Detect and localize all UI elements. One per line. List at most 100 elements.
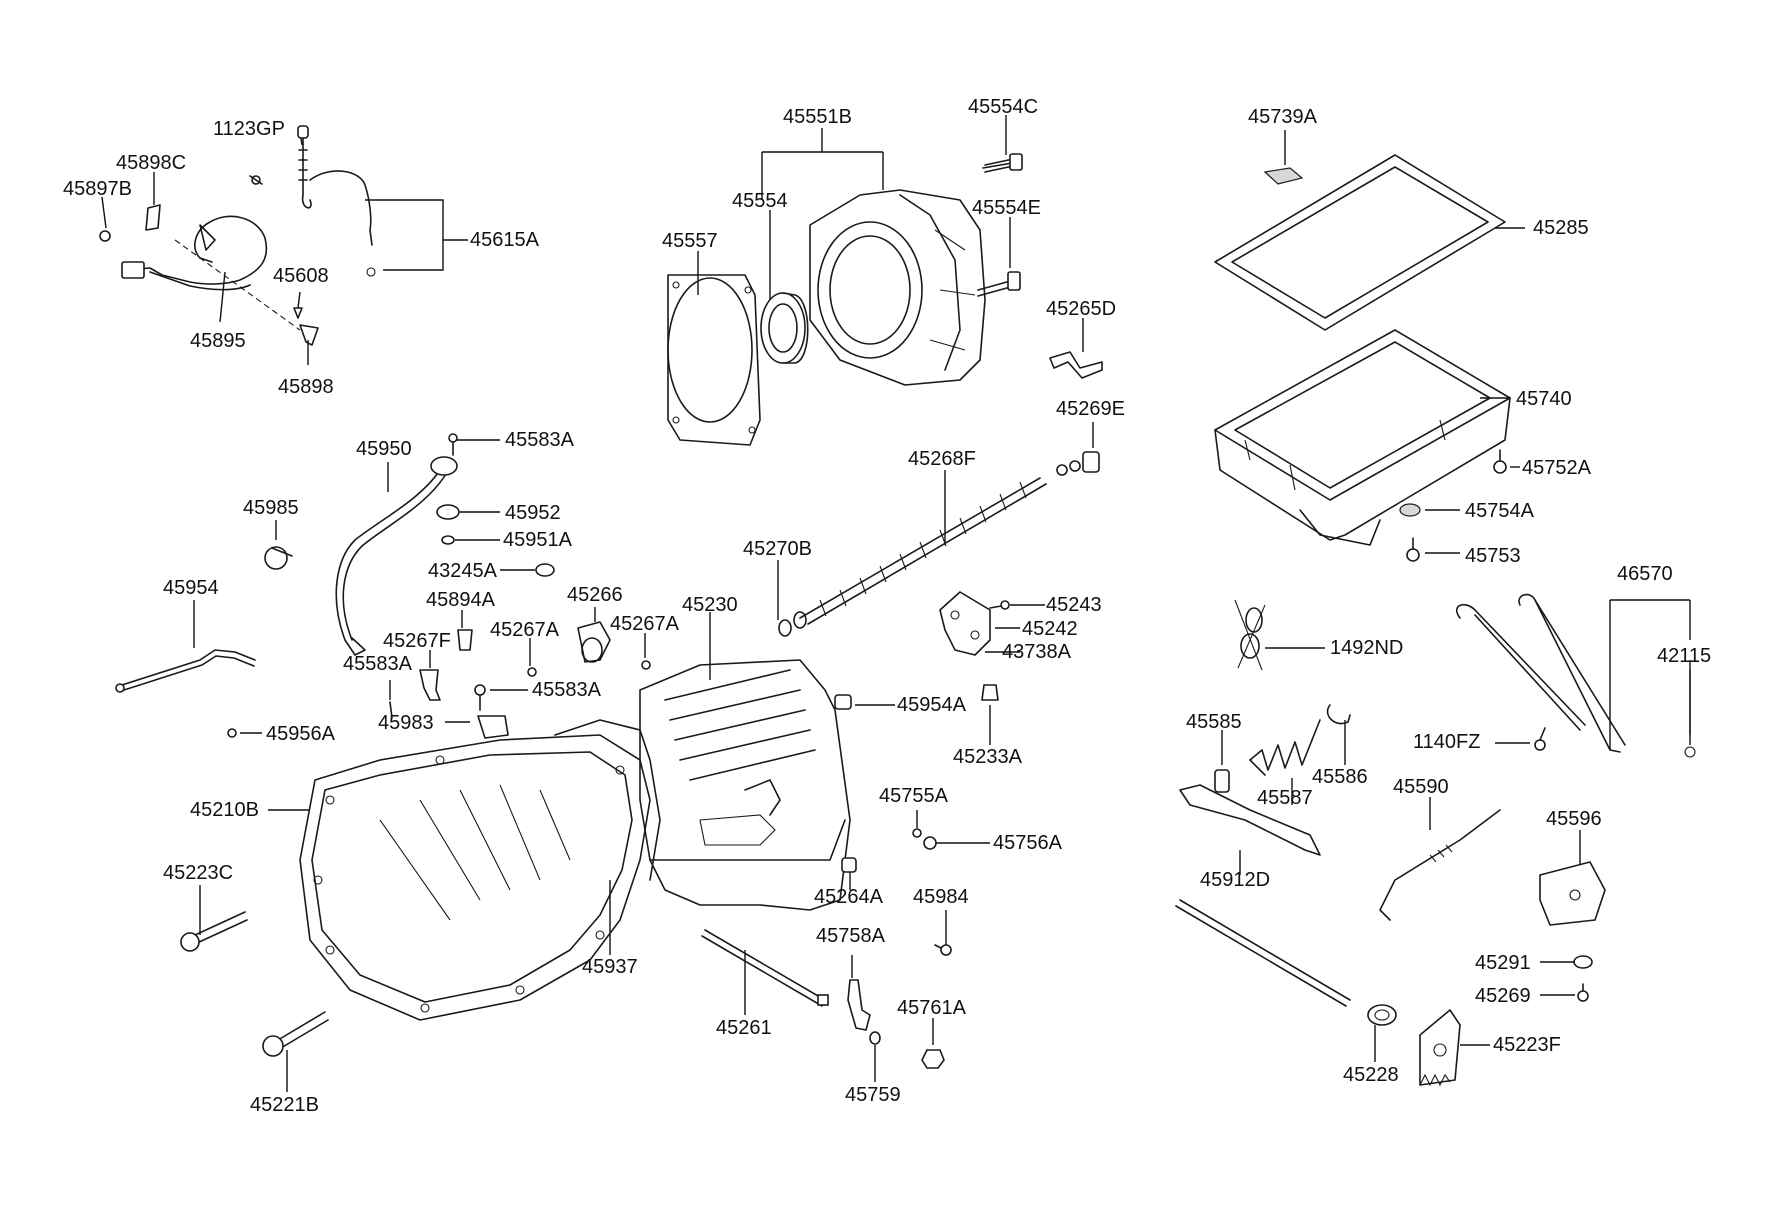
plug-45264a [841, 857, 857, 873]
bolt-45243 [989, 600, 1010, 610]
spring-45587 [1249, 719, 1321, 776]
shift-rod [1175, 899, 1351, 1007]
washer-45759 [869, 1031, 881, 1045]
plug-45954a [834, 694, 852, 710]
clip-45898c [145, 204, 161, 231]
label-45753: 45753 [1465, 545, 1521, 567]
label-45756a: 45756A [993, 832, 1062, 854]
label-45583a-low: 45583A [532, 679, 601, 701]
label-45898: 45898 [278, 376, 334, 398]
rod-45590 [1379, 809, 1501, 921]
label-45585: 45585 [1186, 711, 1242, 733]
label-45557: 45557 [662, 230, 718, 252]
bolt-45583a-mid [389, 701, 393, 719]
bracket-45265d [1049, 351, 1103, 379]
wire-1492nd [1234, 599, 1266, 671]
label-45950: 45950 [356, 438, 412, 460]
label-45228: 45228 [1343, 1064, 1399, 1086]
cable-45950 [335, 456, 458, 656]
rod-45268f [799, 477, 1047, 625]
harness-45615a [297, 125, 376, 277]
label-45230: 45230 [682, 594, 738, 616]
label-45587: 45587 [1257, 787, 1313, 809]
oring-45267a-1 [641, 660, 651, 670]
ring-45755a [912, 828, 922, 838]
lever-45912d [1179, 784, 1321, 856]
clip-45898 [299, 324, 319, 346]
label-45267a-1: 45267A [610, 613, 679, 635]
label-45754a: 45754A [1465, 500, 1534, 522]
label-45740: 45740 [1516, 388, 1572, 410]
plug-45233a [981, 684, 999, 701]
label-43738a: 43738A [1002, 641, 1071, 663]
label-45954: 45954 [163, 577, 219, 599]
oring-45267a-2 [527, 667, 537, 677]
label-45583a-top: 45583A [505, 429, 574, 451]
bolt-45753 [1406, 537, 1420, 562]
label-45268f: 45268F [908, 448, 976, 470]
detent-plate-45223f [1419, 1009, 1461, 1087]
label-45233a: 45233A [953, 746, 1022, 768]
bolt-1123gp [249, 175, 263, 185]
clip-45608 [293, 307, 303, 319]
bolt-45221b [262, 1011, 329, 1057]
label-1140fz: 1140FZ [1413, 731, 1481, 753]
seal-43245a [535, 563, 555, 577]
label-1492nd: 1492ND [1330, 637, 1404, 659]
bolt-1140fz [1534, 727, 1546, 751]
shaft-45261 [701, 929, 829, 1007]
label-45554e: 45554E [972, 197, 1041, 219]
label-45954a: 45954A [897, 694, 966, 716]
transmission-case-45230 [639, 659, 851, 911]
bolt-45984 [934, 944, 952, 956]
clamp-45985 [264, 546, 293, 570]
bolt-45554e [977, 271, 1021, 297]
label-45937: 45937 [582, 956, 638, 978]
label-43245a: 43245A [428, 560, 497, 582]
label-45752a: 45752A [1522, 457, 1591, 479]
bolt-45223c [180, 911, 248, 952]
oil-pan-45740 [1214, 329, 1511, 546]
ring-45951a [441, 535, 455, 545]
extension-housing-45551b [809, 189, 986, 386]
label-1123gp: 1123GP [213, 118, 285, 140]
label-45269: 45269 [1475, 985, 1531, 1007]
label-45583a-mid: 45583A [343, 653, 412, 675]
label-45270b: 45270B [743, 538, 812, 560]
label-46570: 46570 [1617, 563, 1673, 585]
label-45291: 45291 [1475, 952, 1531, 974]
bolt-45756a [923, 836, 937, 850]
label-45984: 45984 [913, 886, 969, 908]
label-45897b: 45897B [63, 178, 132, 200]
label-45755a: 45755A [879, 785, 948, 807]
seal-45270b [778, 611, 807, 637]
label-45223f: 45223F [1493, 1034, 1561, 1056]
bracket-45596 [1539, 861, 1606, 926]
label-45551b: 45551B [783, 106, 852, 128]
dipstick-46570 [1455, 593, 1696, 758]
wiring-45895 [121, 215, 301, 331]
label-45596: 45596 [1546, 808, 1602, 830]
pin-45585 [1214, 769, 1230, 793]
label-45761a: 45761A [897, 997, 966, 1019]
label-45895: 45895 [190, 330, 246, 352]
seal-45554 [760, 292, 809, 364]
label-45898c: 45898C [116, 152, 187, 174]
nut-45761a [921, 1049, 945, 1069]
label-45956a: 45956A [266, 723, 335, 745]
lever-45758a [847, 979, 871, 1031]
label-45265d: 45265D [1046, 298, 1117, 320]
label-45243: 45243 [1046, 594, 1102, 616]
bolt-45752a [1493, 449, 1507, 474]
gasket-45285 [1214, 154, 1506, 331]
sensor-45894a [457, 629, 473, 651]
bolt-45897b [99, 230, 111, 242]
label-45951a: 45951A [503, 529, 572, 551]
leader-lines [101, 115, 1691, 1092]
bracket-45267f [419, 669, 441, 701]
label-45739a: 45739A [1248, 106, 1317, 128]
label-45759: 45759 [845, 1084, 901, 1106]
label-45269e: 45269E [1056, 398, 1125, 420]
